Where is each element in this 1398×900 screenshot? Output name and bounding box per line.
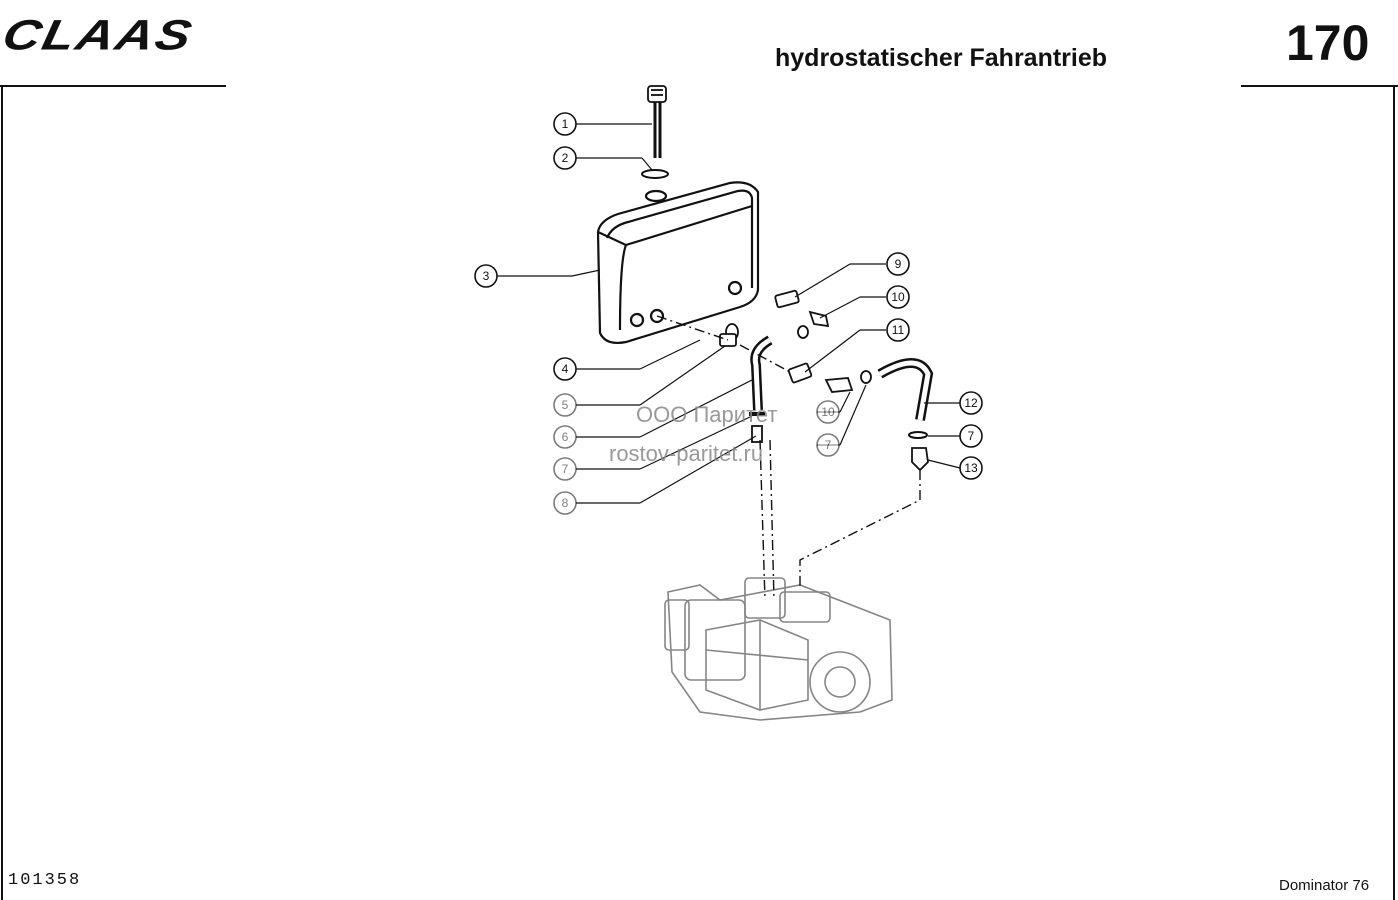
callout-1: 1 (553, 112, 577, 136)
callout-12: 12 (959, 391, 983, 415)
callout-10-lower: 10 (816, 400, 840, 424)
callout-4: 4 (553, 357, 577, 381)
callout-5: 5 (553, 393, 577, 417)
callout-9: 9 (886, 252, 910, 276)
callout-7: 7 (553, 457, 577, 481)
washer-part-7b (908, 431, 928, 439)
callout-7-right: 7 (959, 424, 983, 448)
callout-7-middle: 7 (816, 433, 840, 457)
nipple-part-13 (911, 447, 929, 472)
callout-label: 8 (562, 496, 569, 510)
callout-label: 2 (562, 151, 569, 165)
callout-11: 11 (886, 318, 910, 342)
frame-lines (0, 85, 1398, 900)
callout-label: 10 (891, 290, 905, 304)
callout-10-upper: 10 (886, 285, 910, 309)
callout-label: 1 (562, 117, 569, 131)
callout-label: 12 (964, 396, 978, 410)
callout-3: 3 (474, 264, 498, 288)
washer-part-7a (749, 412, 765, 416)
callout-label: 4 (562, 362, 569, 376)
page-number: 170 (1286, 15, 1370, 71)
callout-label: 5 (562, 398, 569, 412)
callout-6: 6 (553, 425, 577, 449)
callout-2: 2 (553, 146, 577, 170)
callout-label: 6 (562, 430, 569, 444)
callout-label: 7 (562, 462, 569, 476)
o-ring-part (641, 169, 669, 179)
callout-8: 8 (553, 491, 577, 515)
callout-label: 7 (825, 438, 832, 452)
watermark-line-1: ООО Паритет (636, 402, 778, 427)
callout-label: 3 (483, 269, 490, 283)
page-title: hydrostatischer Fahrantrieb (775, 44, 1108, 72)
callout-label: 11 (892, 323, 905, 337)
callout-label: 10 (821, 405, 835, 419)
callout-label: 9 (895, 257, 902, 271)
document-number: 101358 (8, 871, 82, 890)
tank-fittings (719, 289, 872, 393)
callout-label: 13 (964, 461, 978, 475)
oil-tank-part (596, 181, 760, 345)
leader-lines (497, 123, 961, 504)
hydrostatic-pump-part (664, 577, 893, 721)
callout-13: 13 (959, 456, 983, 480)
breather-cap-part (647, 85, 667, 158)
nipple-part-8 (751, 425, 763, 443)
machine-model: Dominator 76 (1279, 877, 1370, 894)
assembly-lines (656, 315, 921, 601)
callout-label: 7 (968, 429, 975, 443)
watermark-line-2: rostov-paritet.ru (609, 441, 764, 466)
